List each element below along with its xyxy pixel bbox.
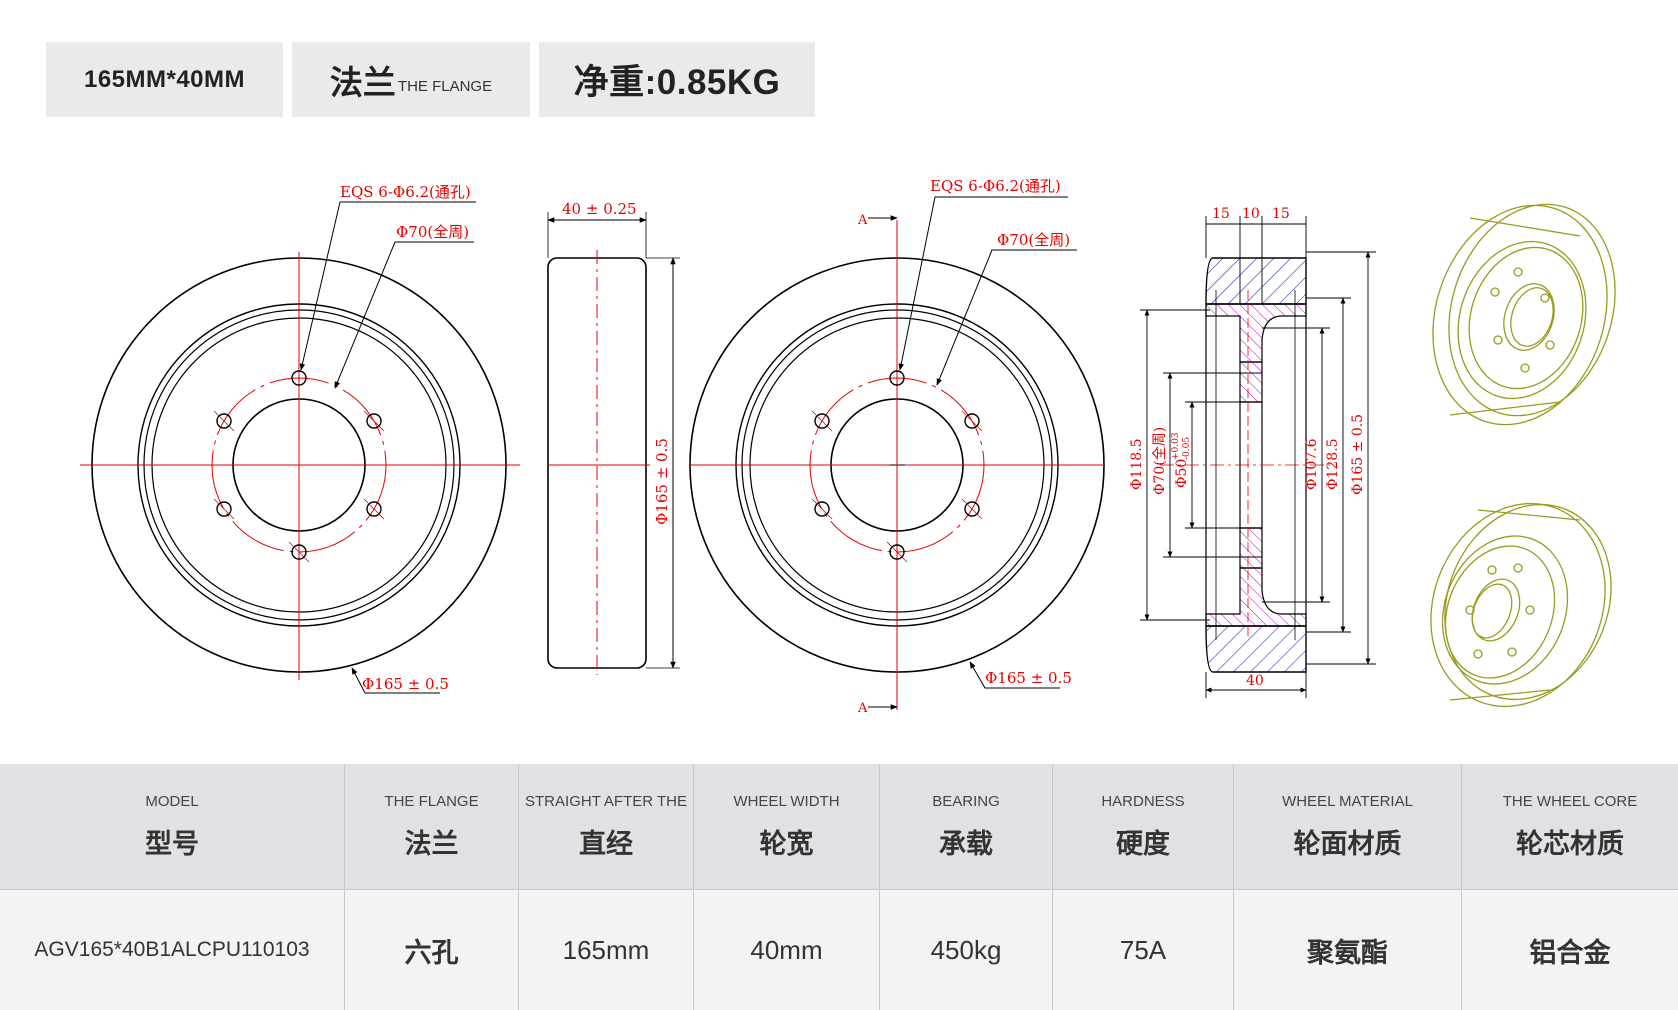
size-text: 165MM*40MM bbox=[83, 65, 246, 93]
dim-118: Φ118.5 bbox=[1129, 438, 1145, 490]
section-mark-bottom: A bbox=[857, 701, 868, 716]
header-en: WHEEL WIDTH bbox=[733, 792, 840, 810]
pcd-label-right: Φ70(全周) bbox=[997, 231, 1070, 249]
header-cn: 轮宽 bbox=[759, 828, 814, 859]
value-diameter: 165mm bbox=[519, 890, 694, 1010]
header-model: MODEL 型号 bbox=[0, 764, 345, 890]
front-view-right: EQS 6-Φ6.2(通孔) Φ70(全周) Φ165 ± 0.5 A A bbox=[689, 177, 1105, 716]
dim-70: Φ70(全周) bbox=[1151, 427, 1168, 495]
value-flange: 六孔 bbox=[345, 890, 519, 1010]
header-bearing: BEARING 承载 bbox=[880, 764, 1053, 890]
header-hardness: HARDNESS 硬度 bbox=[1053, 764, 1234, 890]
header-flange: THE FLANGE 法兰 bbox=[345, 764, 519, 890]
value-text: 铝合金 bbox=[1529, 937, 1611, 968]
holes-label: EQS 6-Φ6.2(通孔) bbox=[340, 183, 471, 201]
height-label: Φ165 ± 0.5 bbox=[653, 438, 671, 525]
value-text: 聚氨酯 bbox=[1307, 937, 1388, 968]
value-text: AGV165*40B1ALCPU110103 bbox=[34, 938, 310, 961]
render-3d-bottom bbox=[1430, 502, 1612, 708]
header-cn: 法兰 bbox=[404, 828, 459, 859]
weight-text: 净重:0.85KG bbox=[573, 63, 781, 102]
render-3d-top bbox=[1432, 203, 1616, 426]
bore-tol-upper: +0.03 bbox=[1171, 432, 1181, 460]
header-en: MODEL bbox=[145, 792, 199, 810]
header-cn: 轮面材质 bbox=[1293, 828, 1402, 859]
section-mark-top: A bbox=[857, 213, 868, 228]
pcd-label: Φ70(全周) bbox=[396, 223, 469, 241]
header-en: THE FLANGE bbox=[384, 792, 479, 810]
header-cn: 轮芯材质 bbox=[1516, 828, 1624, 859]
value-core-material: 铝合金 bbox=[1462, 890, 1678, 1010]
value-text: 165mm bbox=[562, 934, 650, 965]
header-en: HARDNESS bbox=[1101, 792, 1185, 810]
header-cn: 直经 bbox=[579, 828, 633, 859]
width-label: 40 ± 0.25 bbox=[562, 200, 637, 218]
dim-50: Φ50 bbox=[1174, 459, 1190, 488]
dim-107: Φ107.6 bbox=[1304, 438, 1320, 490]
header-en: STRAIGHT AFTER THE bbox=[525, 792, 687, 810]
size-chip: 165MM*40MM bbox=[46, 42, 283, 117]
holes-label-right: EQS 6-Φ6.2(通孔) bbox=[930, 177, 1061, 195]
cross-section-view: 15 10 15 40 Φ118.5 Φ70(全周) Φ50 +0.03 -0.… bbox=[1129, 206, 1376, 698]
top-dim-3: 15 bbox=[1272, 206, 1290, 222]
value-text: 450kg bbox=[930, 934, 1002, 965]
header-en: THE WHEEL CORE bbox=[1502, 792, 1638, 810]
bolt-holes bbox=[216, 370, 382, 560]
bottom-dim: 40 bbox=[1246, 673, 1264, 689]
outer-diameter-label-right: Φ165 ± 0.5 bbox=[985, 669, 1072, 687]
top-dim-2: 10 bbox=[1242, 206, 1260, 222]
value-width: 40mm bbox=[694, 890, 880, 1010]
header-cn: 承载 bbox=[939, 828, 993, 859]
value-wheel-material: 聚氨酯 bbox=[1234, 890, 1462, 1010]
value-text: 40mm bbox=[750, 934, 823, 965]
value-hardness: 75A bbox=[1053, 890, 1234, 1010]
value-model: AGV165*40B1ALCPU110103 bbox=[0, 890, 345, 1010]
flange-chip: 法兰 THE FLANGE bbox=[292, 42, 530, 117]
header-en: BEARING bbox=[932, 792, 1000, 810]
spec-table: MODEL 型号 THE FLANGE 法兰 STRAIGHT AFTER TH… bbox=[0, 764, 1678, 1010]
top-dim-1: 15 bbox=[1212, 206, 1230, 222]
flange-cn-text: 法兰 bbox=[329, 63, 396, 101]
header-cn: 硬度 bbox=[1116, 828, 1170, 859]
header-width: WHEEL WIDTH 轮宽 bbox=[694, 764, 880, 890]
flange-en-text: THE FLANGE bbox=[397, 78, 493, 95]
outer-diameter-label: Φ165 ± 0.5 bbox=[362, 675, 449, 693]
dim-128: Φ128.5 bbox=[1325, 438, 1341, 490]
header-diameter: STRAIGHT AFTER THE 直经 bbox=[519, 764, 694, 890]
spec-value-row: AGV165*40B1ALCPU110103 六孔 165mm 40mm 450… bbox=[0, 890, 1678, 1010]
value-text: 75A bbox=[1119, 934, 1167, 965]
side-view-left: 40 ± 0.25 Φ165 ± 0.5 bbox=[547, 200, 680, 675]
value-text: 六孔 bbox=[404, 937, 459, 968]
spec-header-row: MODEL 型号 THE FLANGE 法兰 STRAIGHT AFTER TH… bbox=[0, 764, 1678, 890]
bore-tol-lower: -0.05 bbox=[1182, 437, 1192, 460]
value-bearing: 450kg bbox=[880, 890, 1053, 1010]
header-wheel-material: WHEEL MATERIAL 轮面材质 bbox=[1234, 764, 1462, 890]
header-core-material: THE WHEEL CORE 轮芯材质 bbox=[1462, 764, 1678, 890]
front-view-left: EQS 6-Φ6.2(通孔) Φ70(全周) Φ165 ± 0.5 bbox=[80, 183, 520, 694]
header-cn: 型号 bbox=[145, 828, 199, 859]
weight-chip: 净重:0.85KG bbox=[539, 42, 815, 117]
dim-165: Φ165 ± 0.5 bbox=[1350, 414, 1366, 495]
header-en: WHEEL MATERIAL bbox=[1282, 792, 1413, 810]
technical-drawing: EQS 6-Φ6.2(通孔) Φ70(全周) Φ165 ± 0.5 40 ± 0… bbox=[80, 177, 1616, 716]
